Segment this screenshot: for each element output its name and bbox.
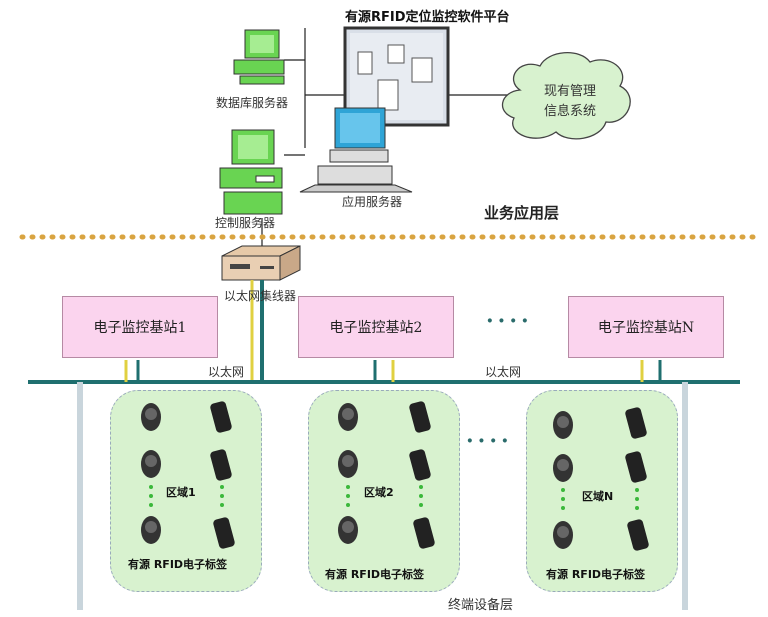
platform-monitor-icon: [343, 26, 450, 127]
tag-label-n: 有源 RFID电子标签: [546, 568, 646, 581]
business-layer-label: 业务应用层: [484, 204, 560, 222]
terminal-layer-label: 终端设备层: [448, 598, 514, 613]
cloud-line-1: 现有管理: [544, 84, 597, 99]
base-station-n-label: 电子监控基站N: [597, 320, 695, 336]
region-1-label: 区域1: [166, 486, 196, 499]
database-server-label: 数据库服务器: [216, 96, 289, 110]
ethernet-hub-icon: [221, 245, 301, 281]
stations-ellipsis: ····: [486, 308, 533, 334]
base-station-n: 电子监控基站N: [568, 296, 724, 358]
ethernet-hub-label: 以太网集线器: [224, 289, 297, 303]
database-server-icon: [233, 29, 285, 85]
region-2-label: 区域2: [364, 486, 394, 499]
application-server-label: 应用服务器: [342, 195, 403, 209]
platform-title: 有源RFID定位监控软件平台: [345, 10, 510, 25]
region-1-tags: [141, 401, 235, 549]
base-station-2-label: 电子监控基站2: [329, 320, 423, 336]
cloud-icon: [502, 51, 631, 140]
region-n-tags: [553, 407, 649, 551]
region-n-label: 区域N: [582, 490, 614, 503]
base-station-2: 电子监控基站2: [298, 296, 454, 358]
cloud-line-2: 信息系统: [544, 104, 597, 119]
control-server-label: 控制服务器: [215, 216, 276, 230]
application-server-icon: [299, 107, 413, 193]
region-2-tags: [338, 401, 435, 549]
ethernet-label-left: 以太网: [208, 365, 245, 379]
base-station-1: 电子监控基站1: [62, 296, 218, 358]
tag-label-1: 有源 RFID电子标签: [128, 558, 228, 571]
ethernet-label-right: 以太网: [485, 365, 522, 379]
regions-ellipsis: ····: [466, 428, 513, 454]
tag-label-2: 有源 RFID电子标签: [325, 568, 425, 581]
control-server-icon: [219, 129, 283, 215]
base-station-1-label: 电子监控基站1: [93, 320, 187, 336]
